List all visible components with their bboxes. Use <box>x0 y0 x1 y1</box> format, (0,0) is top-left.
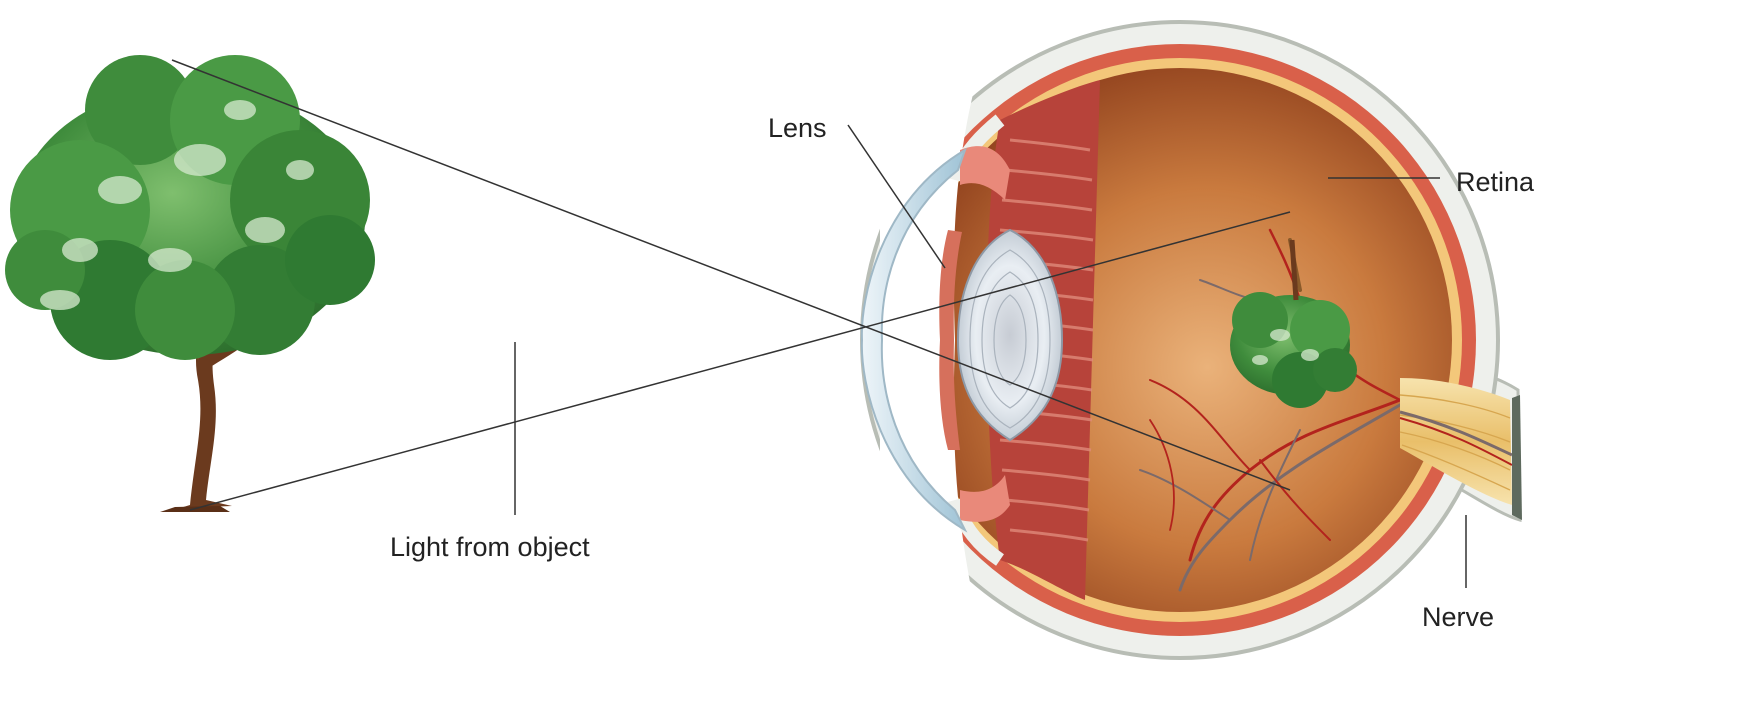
nerve-label: Nerve <box>1422 602 1494 632</box>
light-from-object-label: Light from object <box>390 532 590 562</box>
tree-canopy <box>5 55 375 360</box>
retina-label: Retina <box>1456 167 1535 197</box>
tree-object <box>5 55 375 512</box>
lens-label: Lens <box>768 113 827 143</box>
